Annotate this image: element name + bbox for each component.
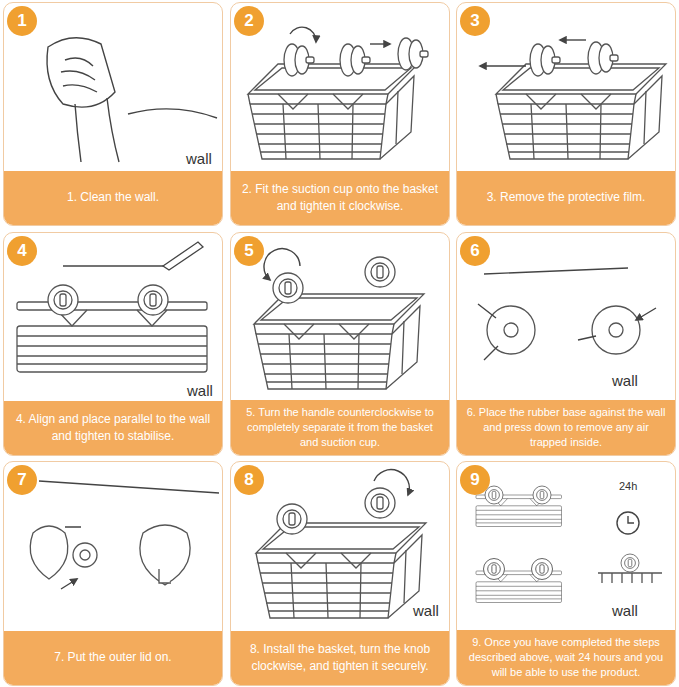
clean-illustration [47,38,217,162]
step-number: 8 [234,465,264,495]
step-number: 6 [460,236,490,266]
step-number: 9 [460,465,490,495]
caption-band: 4. Align and place parallel to the wall … [4,401,222,455]
lid-illustration [30,481,219,589]
caption-band: 9. Once you have completed the steps des… [457,630,675,685]
step-caption: 7. Put the outer lid on. [54,649,171,666]
caption-band: 3. Remove the protective film. [457,171,675,225]
step-number: 7 [7,465,37,495]
step-number: 5 [234,236,264,266]
step-caption: 3. Remove the protective film. [487,189,646,206]
wall-label: wall [612,602,638,619]
step-caption: 6. Place the rubber base against the wal… [465,405,667,450]
step-caption: 4. Align and place parallel to the wall … [12,411,214,446]
film-illustration [480,40,666,159]
wall-label: wall [612,372,638,389]
wall-label: wall [187,382,213,399]
time-label: 24h [619,480,637,492]
step-caption: 2. Fit the suction cup onto the basket a… [239,181,441,216]
step-panel: 6 6. Place the rubber base against the wa… [456,232,676,456]
caption-band: 7. Put the outer lid on. [4,631,222,685]
caption-band: 8. Install the basket, turn the knob clo… [231,631,449,685]
wall-label: wall [413,602,439,619]
step-number: 2 [234,6,264,36]
step-panel: 9 9. Once you have completed the steps de… [456,461,676,686]
step-number: 3 [460,6,490,36]
step-caption: 8. Install the basket, turn the knob clo… [239,641,441,676]
caption-band: 2. Fit the suction cup onto the basket a… [231,171,449,225]
step-panel: 1 1. Clean the wall. [3,2,223,226]
fit-cup-illustration [248,27,428,159]
wait-illustration [476,486,662,603]
install-illustration [256,470,426,618]
align-illustration [17,242,207,372]
step-caption: 1. Clean the wall. [67,189,159,206]
separate-illustration [254,249,424,389]
step-number: 1 [7,6,37,36]
step-panel: 4 4. Align and place parallel to the wall… [3,232,223,456]
step-panel: 2 2. Fit the suction cup onto the basket … [230,2,450,226]
caption-band: 1. Clean the wall. [4,171,222,225]
step-caption: 9. Once you have completed the steps des… [465,635,667,680]
step-panel: 3 3. Remove the protective film. [456,2,676,226]
wall-label: wall [186,150,212,167]
caption-band: 6. Place the rubber base against the wal… [457,400,675,455]
caption-band: 5. Turn the handle counterclockwise to c… [231,400,449,455]
step-panel: 7 7. Put the outer lid on. [3,461,223,686]
step-panel: 8 8. Install the basket, turn the knob cl… [230,461,450,686]
step-number: 4 [7,236,37,266]
step-panel: 5 5. Turn the handle counterclockwise to … [230,232,450,456]
step-caption: 5. Turn the handle counterclockwise to c… [239,405,441,450]
press-illustration [478,268,656,360]
